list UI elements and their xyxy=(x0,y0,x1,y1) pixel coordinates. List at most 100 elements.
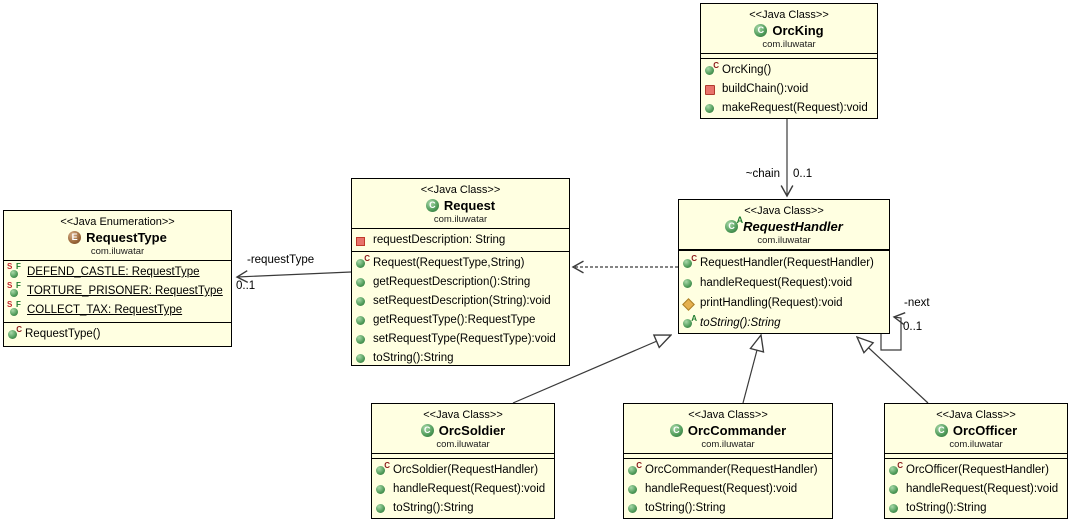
public-method-icon xyxy=(355,275,370,290)
class-header: <<Java Class>> C OrcCommander com.iluwat… xyxy=(624,404,832,453)
class-box-orccommander[interactable]: <<Java Class>> C OrcCommander com.iluwat… xyxy=(623,403,833,519)
member-row[interactable]: makeRequest(Request):void xyxy=(704,99,875,118)
member-row[interactable]: toString():String xyxy=(355,349,567,368)
methods-compartment: C OrcCommander(RequestHandler) handleReq… xyxy=(624,458,832,518)
class-icon: C xyxy=(425,198,441,213)
class-stereotype: <<Java Class>> xyxy=(423,409,503,421)
private-method-icon xyxy=(704,82,719,97)
methods-compartment: C OrcOfficer(RequestHandler) handleReque… xyxy=(885,458,1067,518)
class-stereotype: <<Java Class>> xyxy=(744,205,824,217)
class-box-request[interactable]: <<Java Class>> C Request com.iluwatar re… xyxy=(351,178,570,366)
member-row[interactable]: C OrcKing() xyxy=(704,61,875,80)
association-multiplicity-chain: 0..1 xyxy=(793,168,813,180)
constructor-method-icon: C xyxy=(888,462,903,478)
class-header: <<Java Class>> C OrcSoldier com.iluwatar xyxy=(372,404,554,453)
fields-compartment xyxy=(679,249,889,250)
methods-compartment: C OrcKing() buildChain():void makeReques… xyxy=(701,58,877,118)
class-box-orcking[interactable]: <<Java Class>> C OrcKing com.iluwatar C … xyxy=(700,3,878,119)
methods-compartment: C Request(RequestType,String) getRequest… xyxy=(352,251,569,368)
class-header: <<Java Class>> C OrcKing com.iluwatar xyxy=(701,4,877,53)
fields-compartment xyxy=(701,53,877,58)
association-role-next: -next xyxy=(904,297,930,309)
member-row[interactable]: handleRequest(Request):void xyxy=(888,480,1065,499)
class-name: RequestType xyxy=(86,230,167,245)
public-method-icon xyxy=(888,482,903,497)
class-name: OrcSoldier xyxy=(438,423,506,438)
fields-compartment xyxy=(885,453,1067,458)
class-box-requesttype[interactable]: <<Java Enumeration>> E RequestType com.i… xyxy=(3,210,232,347)
class-name-row: E RequestType xyxy=(6,229,229,246)
field-row[interactable]: requestDescription: String xyxy=(355,231,567,250)
class-icon: C xyxy=(420,423,436,438)
public-method-icon xyxy=(355,351,370,366)
class-box-orcsoldier[interactable]: <<Java Class>> C OrcSoldier com.iluwatar… xyxy=(371,403,555,519)
package-name: com.iluwatar xyxy=(701,439,755,450)
association-requesttype-line[interactable] xyxy=(235,270,352,283)
public-method-icon xyxy=(355,294,370,309)
public-method-icon xyxy=(704,101,719,116)
member-row[interactable]: toString():String xyxy=(375,499,552,518)
member-row[interactable]: C Request(RequestType,String) xyxy=(355,254,567,273)
protected-method-icon xyxy=(682,296,697,311)
class-name-row: C OrcOfficer xyxy=(887,422,1065,439)
constructor-method-icon: C xyxy=(7,326,22,342)
private-field-icon xyxy=(355,233,370,248)
methods-compartment: C OrcSoldier(RequestHandler) handleReque… xyxy=(372,458,554,518)
generalization-orcofficer-line[interactable] xyxy=(857,337,929,404)
member-row[interactable]: C OrcOfficer(RequestHandler) xyxy=(888,461,1065,480)
package-name: com.iluwatar xyxy=(757,235,811,246)
class-name-row: C OrcSoldier xyxy=(374,422,552,439)
class-box-orcofficer[interactable]: <<Java Class>> C OrcOfficer com.iluwatar… xyxy=(884,403,1068,519)
constructor-method-icon: C xyxy=(627,462,642,478)
public-method-icon xyxy=(627,482,642,497)
member-row[interactable]: C RequestHandler(RequestHandler) xyxy=(682,253,887,273)
class-icon: C xyxy=(754,23,769,38)
public-method-icon xyxy=(355,313,370,328)
member-row[interactable]: setRequestDescription(String):void xyxy=(355,292,567,311)
member-row[interactable]: toString():String xyxy=(627,499,830,518)
abstract-method-icon: A xyxy=(682,314,697,331)
member-row[interactable]: handleRequest(Request):void xyxy=(375,480,552,499)
fields-compartment xyxy=(624,453,832,458)
class-stereotype: <<Java Class>> xyxy=(749,9,829,21)
package-name: com.iluwatar xyxy=(433,214,488,225)
class-stereotype: <<Java Class>> xyxy=(420,184,501,196)
class-name: Request xyxy=(443,198,496,213)
association-next-self-line[interactable] xyxy=(880,312,906,351)
class-name-row: C OrcKing xyxy=(703,22,875,39)
member-row[interactable]: handleRequest(Request):void xyxy=(682,273,887,293)
member-row[interactable]: setRequestType(RequestType):void xyxy=(355,330,567,349)
member-row[interactable]: getRequestDescription():String xyxy=(355,273,567,292)
member-row[interactable]: handleRequest(Request):void xyxy=(627,480,830,499)
member-row[interactable]: getRequestType():RequestType xyxy=(355,311,567,330)
methods-compartment: C RequestType() xyxy=(4,322,231,346)
member-row[interactable]: C OrcCommander(RequestHandler) xyxy=(627,461,830,480)
generalization-orccommander-line[interactable] xyxy=(742,335,761,404)
public-method-icon xyxy=(627,501,642,516)
member-row[interactable]: buildChain():void xyxy=(704,80,875,99)
member-row[interactable]: C OrcSoldier(RequestHandler) xyxy=(375,461,552,480)
member-row[interactable]: toString():String xyxy=(888,499,1065,518)
enum-icon: E xyxy=(68,230,83,245)
member-row[interactable]: C RequestType() xyxy=(7,325,229,344)
public-method-icon xyxy=(375,482,390,497)
class-name: OrcOfficer xyxy=(952,423,1018,438)
class-stereotype: <<Java Class>> xyxy=(688,409,768,421)
association-role-chain: ~chain xyxy=(745,168,780,180)
member-row[interactable]: A toString():String xyxy=(682,313,887,333)
member-row[interactable]: printHandling(Request):void xyxy=(682,293,887,313)
generalization-orcsoldier-line[interactable] xyxy=(512,335,671,404)
class-name: RequestHandler xyxy=(743,219,843,234)
